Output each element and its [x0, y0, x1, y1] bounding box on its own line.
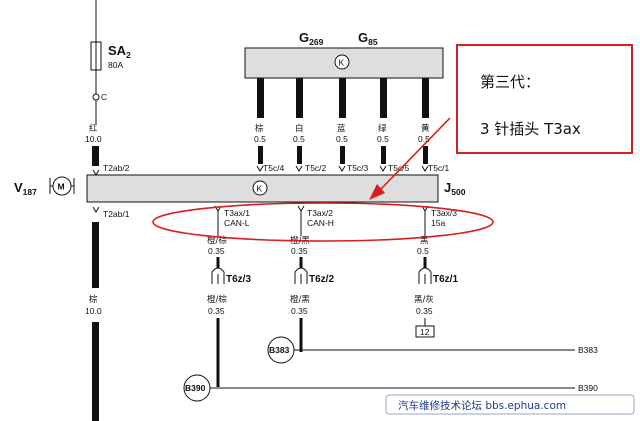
wire-color: 橙/黑 [290, 294, 310, 305]
connector-label: T6z/1 [433, 274, 458, 285]
sensor-k-label: K [339, 58, 345, 68]
sensor-wire-3: 蓝 0.5 T5c/3 [336, 78, 369, 173]
wire-color: 橙/棕 [207, 235, 227, 246]
fuse-label: SA2 [108, 43, 131, 60]
t3ax-signal-label: 15a [431, 218, 445, 228]
left-wire-bottom-color: 棕 [89, 294, 98, 305]
sensor-wire-size: 0.5 [293, 134, 305, 144]
wire-size: 0.35 [416, 306, 433, 316]
sensor-wire-4: 绿 0.5 T5c/5 [377, 78, 410, 173]
left-thick-wire-bottom [92, 222, 99, 288]
callout-box [456, 44, 633, 154]
sensor-pin: T5c/1 [428, 163, 450, 173]
sensor-pin: T5c/3 [347, 163, 369, 173]
connector-label: T6z/2 [309, 274, 334, 285]
node-c [92, 93, 100, 101]
wire-size: 0.35 [208, 306, 225, 316]
sensor-wire-size: 0.5 [377, 134, 389, 144]
control-unit-label: J500 [444, 180, 466, 197]
wire-size: 0.35 [291, 246, 308, 256]
fuse-rating: 80A [108, 60, 123, 70]
sensor-wire-size: 0.5 [418, 134, 430, 144]
t3ax-pin-3-branch: T3ax/3 15a 黑 0.5 T6z/1 黑/灰 0.35 12 [414, 205, 458, 338]
sensor-wire-color: 黄 [421, 123, 430, 134]
wire-size: 0.35 [291, 306, 308, 316]
sensor-wire-size: 0.5 [254, 134, 266, 144]
t3ax-pin-label: T3ax/1 [224, 208, 250, 218]
bus-b383-end-label: B383 [578, 345, 598, 355]
sensor-pin: T5c/2 [305, 163, 327, 173]
pin-t2ab2: T2ab/2 [103, 163, 130, 173]
k-symbol-label: K [257, 184, 263, 194]
t3ax-pin-label: T3ax/2 [307, 208, 333, 218]
motor-label: V187 [14, 180, 37, 197]
t3ax-pin-label: T3ax/3 [431, 208, 457, 218]
sensor-pin: T5c/5 [388, 163, 410, 173]
sensor-g269-label: G269 [299, 30, 324, 47]
pin-box-label: 12 [420, 327, 430, 337]
callout-arrow [379, 117, 451, 191]
t3ax-signal-label: CAN-L [224, 218, 250, 228]
sensor-wire-color: 白 [295, 123, 304, 134]
sensor-wire-color: 绿 [378, 123, 387, 134]
control-unit-k-symbol [252, 180, 268, 196]
sensor-wire-1: 棕 0.5 T5c/4 [254, 78, 285, 173]
t3ax-pin-1-branch: T3ax/1 CAN-L 橙/棕 0.35 T6z/3 橙/棕 0.35 [207, 205, 251, 387]
pin-t2ab1: T2ab/1 [103, 209, 130, 219]
left-wire-top-size: 10.0 [85, 134, 102, 144]
left-wire-top-color: 红 [89, 123, 98, 134]
watermark-box [385, 394, 635, 415]
motor-symbol-label: M [58, 182, 65, 192]
pin-box-12 [415, 325, 435, 338]
wire-color: 黑/灰 [414, 294, 434, 305]
t3ax-pin-2-branch: T3ax/2 CAN-H 橙/黑 0.35 T6z/2 橙/黑 0.35 [290, 205, 334, 349]
watermark-text: 汽车维修技术论坛 bbs.ephua.com [398, 399, 566, 412]
sensor-k-symbol [334, 54, 350, 70]
sensor-wire-size: 0.5 [336, 134, 348, 144]
bus-b383-label: B383 [269, 345, 290, 355]
left-thick-wire-top [92, 146, 99, 166]
callout-line-1: 第三代： [480, 73, 540, 91]
wire-color: 黑 [420, 236, 429, 246]
bus-b390-end-label: B390 [578, 383, 598, 393]
sensor-wire-color: 棕 [255, 123, 264, 134]
highlight-ellipse [152, 202, 494, 242]
bus-b390-label: B390 [185, 383, 206, 393]
sensor-g85-label: G85 [358, 30, 378, 47]
wire-color: 橙/棕 [207, 294, 227, 305]
sensor-wire-5: 黄 0.5 T5c/1 [418, 78, 450, 173]
connector-label: T6z/3 [226, 274, 251, 285]
node-c-label: C [101, 92, 107, 102]
sensor-pin: T5c/4 [263, 163, 285, 173]
t3ax-signal-label: CAN-H [307, 218, 334, 228]
callout-line-2: 3 针插头 T3ax [480, 120, 581, 138]
left-wire-bottom-size: 10.0 [85, 306, 102, 316]
wire-size: 0.35 [208, 246, 225, 256]
wire-size: 0.5 [417, 246, 429, 256]
callout-arrowhead [369, 184, 385, 200]
sensor-wire-color: 蓝 [337, 123, 346, 134]
sensor-wire-2: 白 0.5 T5c/2 [293, 78, 327, 173]
